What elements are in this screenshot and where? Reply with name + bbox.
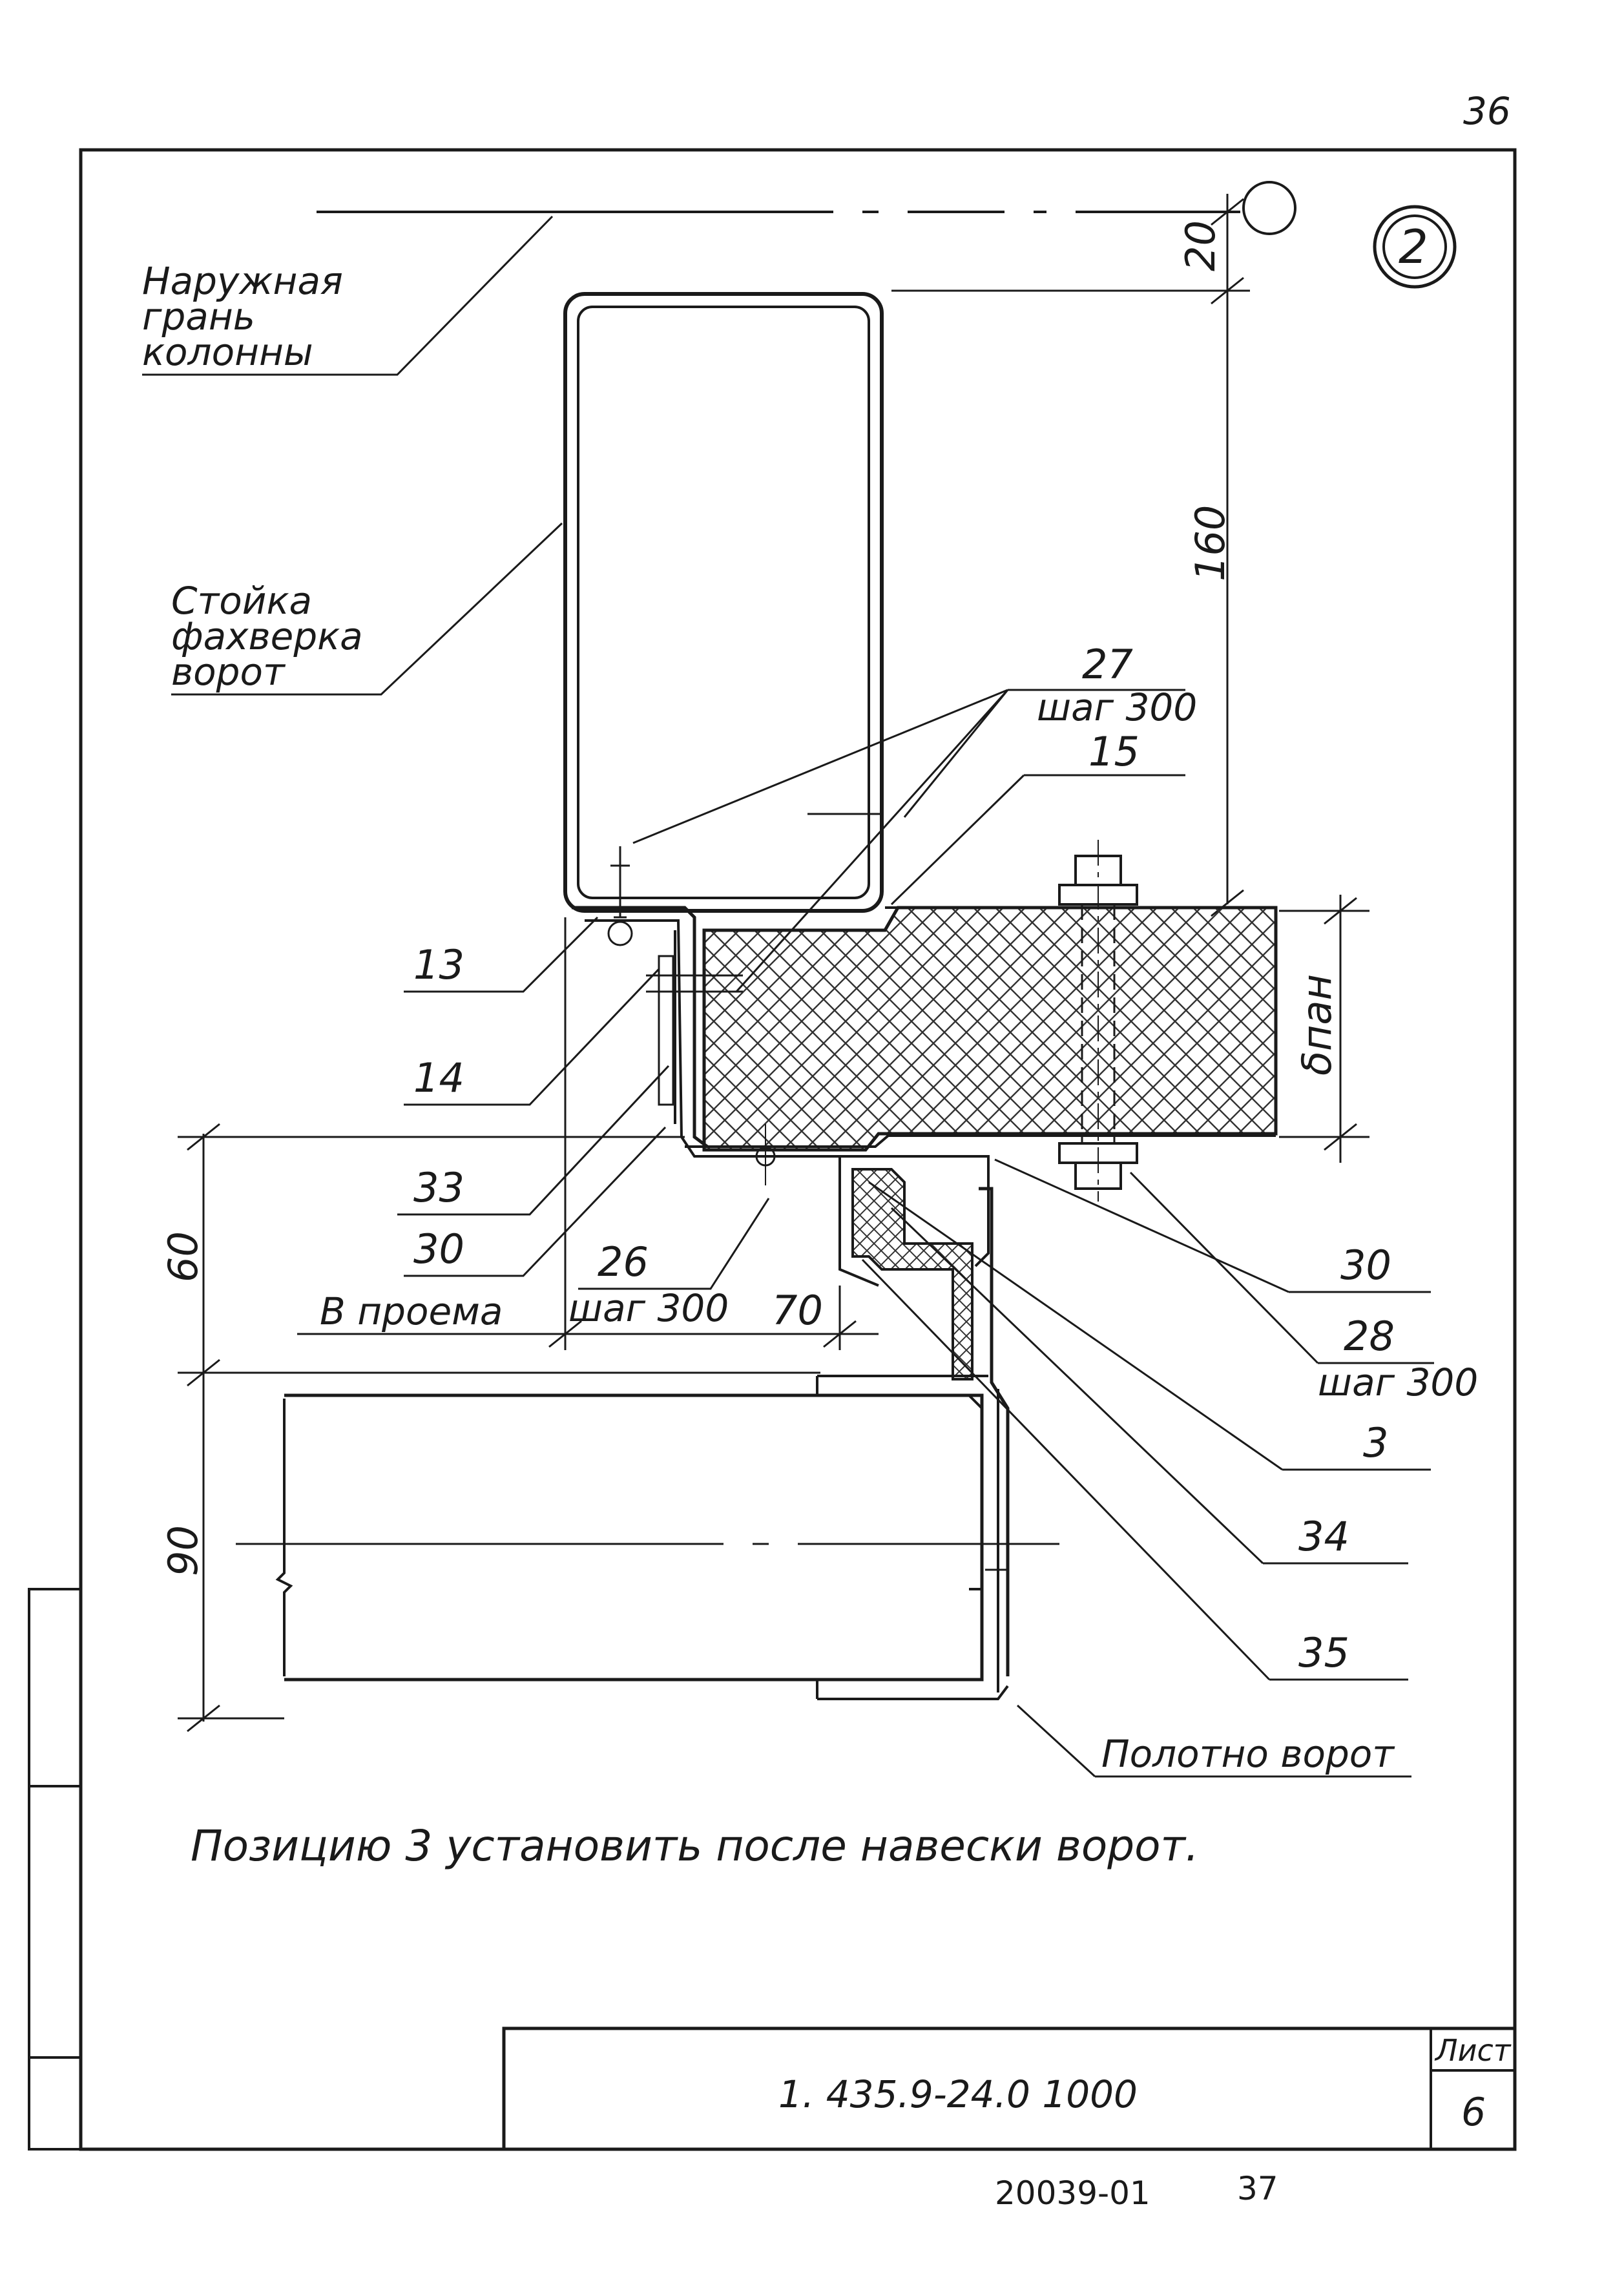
opening-label: В проема	[320, 1289, 503, 1333]
outer-face-line3: колонны	[142, 330, 313, 374]
pos-27-step: шаг 300	[1037, 685, 1197, 729]
pos-13: 13	[413, 941, 464, 988]
footer-order: 20039-01	[995, 2174, 1150, 2212]
through-bolt	[1058, 840, 1138, 1202]
gate-post-profile	[563, 292, 884, 913]
pos-27: 27	[1082, 641, 1133, 688]
view-marker-number: 2	[1399, 220, 1428, 274]
dim-90: 90	[160, 1525, 207, 1576]
dimension-vertical-left: 60 90	[160, 1123, 820, 1733]
pos-15: 15	[1088, 728, 1140, 775]
callout-13: 13	[404, 916, 599, 993]
page-number: 36	[1463, 89, 1511, 133]
callout-14: 14	[404, 968, 660, 1106]
callout-door-leaf: Полотно ворот	[1016, 1704, 1411, 1778]
dimension-vertical-right: 20 160	[891, 194, 1250, 917]
pos-34: 34	[1298, 1513, 1349, 1560]
pos-3: 3	[1363, 1419, 1388, 1466]
callout-15: 15	[890, 728, 1185, 906]
outer-face-line2: грань	[142, 295, 255, 339]
dim-70: 70	[772, 1287, 823, 1334]
drawing-code: 1. 435.9-24.0 1000	[778, 2072, 1138, 2116]
post-label: Стойка фахверка ворот	[171, 522, 563, 696]
dim-panel-thickness: δпан	[1293, 974, 1340, 1076]
pos-26: 26	[598, 1238, 649, 1286]
callout-28: 28 шаг 300	[1129, 1171, 1478, 1404]
sandwich-panel	[685, 906, 1278, 1152]
footer-page: 37	[1237, 2170, 1278, 2207]
outer-face-line1: Наружная	[142, 259, 343, 303]
post-line1: Стойка	[171, 579, 312, 623]
pos-33: 33	[413, 1164, 464, 1211]
dim-160: 160	[1187, 505, 1234, 581]
callout-27: 27 шаг 300	[632, 641, 1197, 993]
callout-34: 34	[890, 1207, 1408, 1565]
pos-30-left: 30	[413, 1225, 464, 1273]
dimension-opening: В проема 70	[297, 917, 879, 1350]
callout-33: 33	[397, 1065, 670, 1216]
outer-face-label: Наружная грань колонны	[142, 215, 554, 376]
door-leaf	[236, 1375, 1059, 1700]
title-block: 1. 435.9-24.0 1000 Лист 6	[502, 2026, 1517, 2151]
sheet-number: 6	[1461, 2090, 1486, 2135]
callout-30-left: 30	[404, 1126, 667, 1277]
dim-20: 20	[1177, 220, 1224, 271]
pos-28-step: шаг 300	[1318, 1360, 1478, 1404]
pos-28: 28	[1344, 1313, 1395, 1360]
door-leaf-label: Полотно ворот	[1101, 1732, 1395, 1776]
callout-35: 35	[861, 1258, 1408, 1681]
callout-3: 3	[868, 1181, 1431, 1471]
callout-30-right: 30	[994, 1158, 1431, 1293]
pos-35: 35	[1298, 1629, 1349, 1676]
installation-note: Позицию 3 установить после навески ворот…	[191, 1821, 1199, 1871]
sheet-label: Лист	[1434, 2033, 1512, 2068]
pos-14: 14	[413, 1054, 464, 1101]
pos-26-step: шаг 300	[568, 1286, 729, 1330]
view-marker: 2	[1373, 205, 1457, 289]
post-line2: фахверка	[171, 614, 363, 658]
callout-26: 26 шаг 300	[568, 1198, 770, 1330]
dim-60: 60	[160, 1231, 207, 1282]
post-line3: ворот	[171, 650, 286, 694]
grid-axis-bubble	[1242, 181, 1296, 235]
dimension-panel: δпан	[1279, 895, 1369, 1163]
pos-30-right: 30	[1340, 1242, 1391, 1289]
